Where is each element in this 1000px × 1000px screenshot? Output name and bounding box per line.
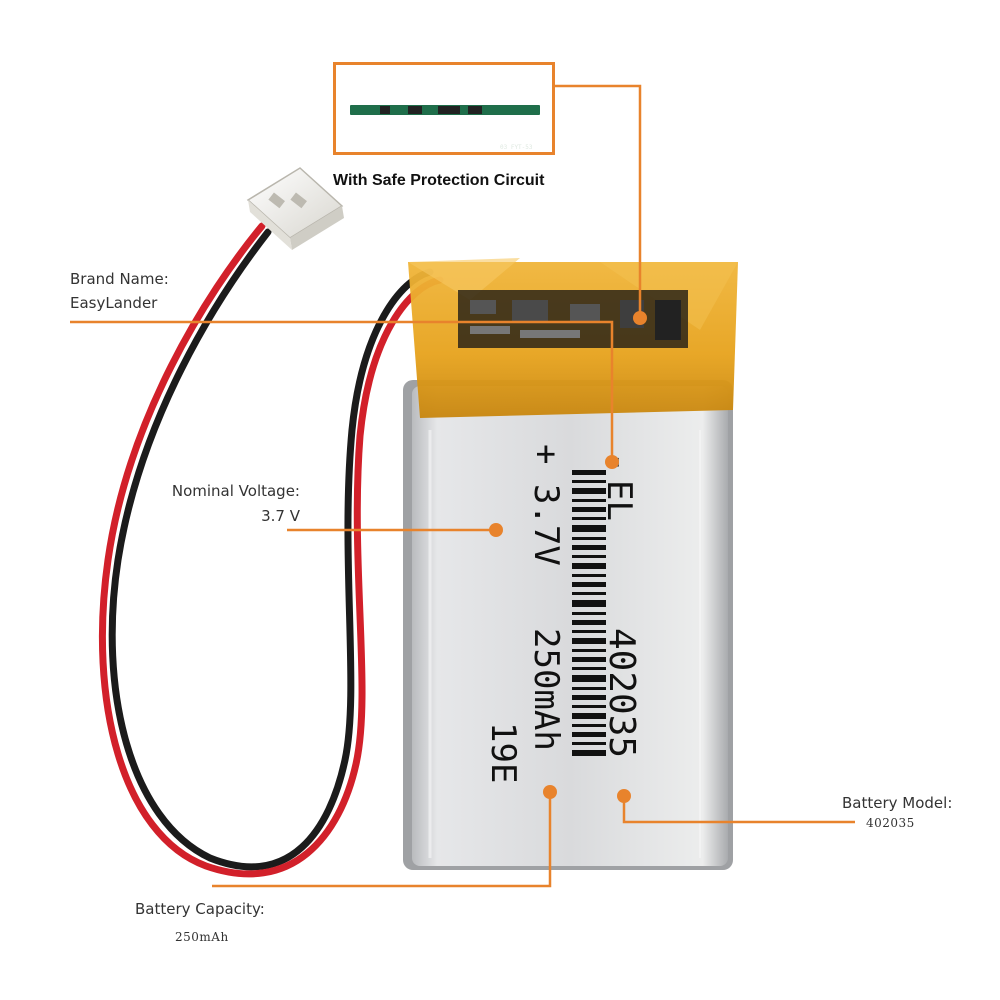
capacity-value: 250mAh bbox=[175, 930, 229, 944]
kapton-tape bbox=[408, 258, 738, 418]
brand-dot bbox=[605, 455, 619, 469]
capacity-callout-line bbox=[212, 794, 552, 888]
capacity-dot bbox=[543, 785, 557, 799]
barcode bbox=[572, 470, 606, 756]
protection-circuit-inset: 03 FYT-53 bbox=[333, 62, 555, 155]
wire-leads bbox=[98, 222, 444, 878]
cell-plus-mark: + bbox=[526, 444, 566, 464]
cell-batch-mark: 19E bbox=[483, 722, 523, 783]
model-dot bbox=[617, 789, 631, 803]
cell-model-mark: 402035 bbox=[601, 628, 642, 758]
voltage-value: 3.7 V bbox=[261, 507, 300, 525]
cell-minus-mark: - bbox=[599, 452, 639, 472]
brand-callout-line bbox=[70, 320, 614, 462]
protection-dot bbox=[633, 311, 647, 325]
pcb-component bbox=[438, 106, 460, 114]
model-value: 402035 bbox=[866, 816, 915, 830]
model-callout-line bbox=[622, 796, 855, 824]
pcb-component bbox=[468, 106, 482, 114]
battery-cell bbox=[403, 380, 733, 870]
pcb-marking: 03 FYT-53 bbox=[500, 144, 533, 151]
cell-voltage-mark: 3.7V bbox=[526, 484, 566, 566]
callout-lines bbox=[70, 84, 855, 888]
cell-brand-mark: EL bbox=[599, 480, 639, 521]
callout-dots bbox=[489, 311, 647, 803]
brand-label: Brand Name: bbox=[70, 270, 169, 288]
cell-capacity-mark: 250mAh bbox=[526, 628, 566, 751]
brand-value: EasyLander bbox=[70, 294, 158, 312]
protection-callout-title: With Safe Protection Circuit bbox=[333, 172, 545, 189]
pcb-board: 03 FYT-53 bbox=[350, 105, 540, 151]
pcb-component bbox=[408, 106, 422, 114]
model-label: Battery Model: bbox=[842, 794, 953, 812]
pcb-component bbox=[380, 106, 390, 114]
jst-connector bbox=[246, 167, 344, 250]
voltage-label: Nominal Voltage: bbox=[171, 482, 300, 500]
protection-callout-line bbox=[555, 84, 642, 318]
voltage-dot bbox=[489, 523, 503, 537]
capacity-label: Battery Capacity: bbox=[135, 900, 265, 918]
